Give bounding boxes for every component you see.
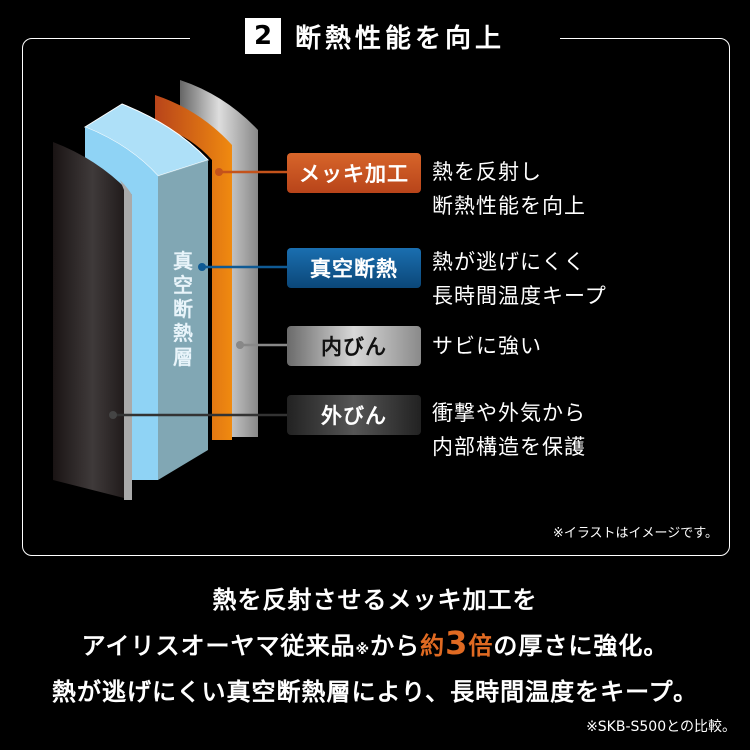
label-inner-bottle: 内びん — [287, 326, 421, 366]
svg-text:熱: 熱 — [173, 321, 193, 345]
svg-text:真: 真 — [173, 249, 193, 273]
footnote: ※SKB-S500との比較。 — [586, 719, 736, 735]
svg-text:層: 層 — [173, 345, 193, 369]
label-vacuum: 真空断熱 — [287, 248, 421, 288]
bottom-line-1: 熱を反射させるメッキ加工を — [212, 586, 538, 614]
label-plating: メッキ加工 — [287, 153, 421, 193]
outer-bottle-layer — [53, 142, 132, 500]
bottom-line-3: 熱が逃げにくい真空断熱層により、長時間温度をキープ。 — [52, 678, 698, 706]
illustration-note: ※イラストはイメージです。 — [552, 526, 718, 541]
bottom-line-2: アイリスオーヤマ従来品※から約3倍の厚さに強化。 — [81, 624, 669, 662]
svg-text:空: 空 — [173, 273, 193, 297]
section-number: 2 — [244, 18, 281, 54]
desc-inner-bottle: サビに強い — [432, 334, 542, 358]
vacuum-layer-side — [158, 160, 208, 480]
label-outer-bottle: 外びん — [287, 395, 421, 435]
plating-layer — [155, 95, 232, 440]
section-title: 2 断熱性能を向上 — [190, 16, 560, 56]
section-title-text: 断熱性能を向上 — [294, 23, 505, 54]
vacuum-layer-front — [85, 127, 158, 480]
desc-outer-bottle: 衝撃や外気から内部構造を保護 — [432, 401, 586, 459]
desc-plating: 熱を反射し断熱性能を向上 — [432, 160, 586, 218]
vacuum-vertical-label: 真空断熱層 — [173, 249, 193, 369]
svg-text:断: 断 — [173, 297, 193, 321]
desc-vacuum: 熱が逃げにくく長時間温度キープ — [432, 250, 607, 308]
